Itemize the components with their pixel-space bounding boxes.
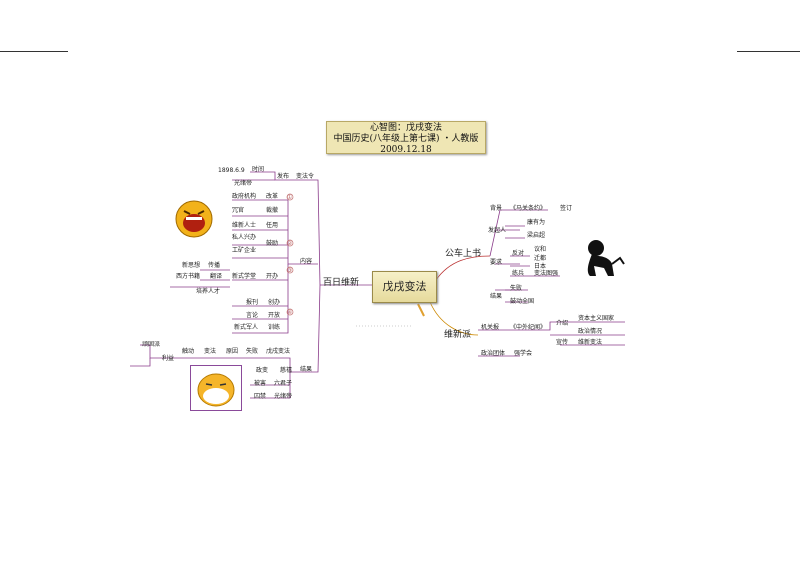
- item-7: 鼓励: [266, 240, 279, 247]
- right-0: 背景: [490, 205, 503, 212]
- right-2: 签订: [560, 205, 573, 212]
- center-node: 戊戌变法: [372, 271, 437, 303]
- item-16: 报刊: [246, 299, 259, 306]
- reform-7: 政治团体: [481, 350, 506, 357]
- right-11: 练兵: [512, 270, 525, 277]
- reform-1: 《中外纪闻》: [510, 324, 547, 331]
- label-issue: 发布: [277, 173, 290, 180]
- title-line-3: 2009.12.18: [380, 145, 432, 155]
- circle-4: ④: [287, 309, 293, 316]
- item-13: 新式学堂: [232, 273, 257, 280]
- item-1: 改革: [266, 193, 279, 200]
- reform-6: 维新变法: [578, 339, 603, 346]
- sad-face-icon: [190, 365, 242, 411]
- reform-8: 强学会: [514, 350, 533, 357]
- item-6: 私人兴办: [232, 234, 257, 241]
- item-17: 创办: [268, 299, 281, 306]
- circle-1: ①: [287, 194, 293, 201]
- item-8: 工矿企业: [232, 247, 257, 254]
- result-11: 囚禁: [254, 393, 267, 400]
- right-8: 议和: [534, 246, 547, 253]
- result-6: 戊戌变法: [266, 348, 291, 355]
- top-right-rule: [737, 51, 800, 52]
- shouting-face-icon: [175, 200, 213, 238]
- item-14: 开办: [266, 273, 279, 280]
- circle-2: ②: [287, 240, 293, 247]
- result-10: 六君子: [274, 380, 293, 387]
- item-5: 任用: [266, 222, 279, 229]
- branch-petition: 公车上书: [445, 249, 482, 259]
- item-15: 培养人才: [196, 288, 221, 295]
- right-13: 结果: [490, 293, 503, 300]
- right-12: 变法图强: [534, 270, 559, 277]
- result-7: 政变: [256, 367, 269, 374]
- item-9: 新思想: [182, 262, 201, 269]
- item-12: 翻译: [210, 273, 223, 280]
- item-20: 新式军人: [234, 324, 259, 331]
- item-21: 训练: [268, 324, 281, 331]
- item-0: 政府机构: [232, 193, 257, 200]
- right-6: 要求: [490, 259, 503, 266]
- result-4: 原因: [226, 348, 239, 355]
- item-2: 冗官: [232, 207, 245, 214]
- right-1: 《马关条约》: [510, 205, 547, 212]
- reform-4: 政治情况: [578, 328, 603, 335]
- item-18: 言论: [246, 312, 259, 319]
- item-4: 维新人士: [232, 222, 257, 229]
- title-line-1: 心智图：戊戌变法: [369, 123, 442, 133]
- item-3: 裁撤: [266, 207, 279, 214]
- item-10: 传播: [208, 262, 221, 269]
- right-14: 失败: [510, 285, 523, 292]
- result-5: 失败: [246, 348, 259, 355]
- label-decree: 变法令: [296, 173, 315, 180]
- label-emperor: 光绪帝: [234, 180, 253, 187]
- item-19: 开放: [268, 312, 281, 319]
- result-3: 变法: [204, 348, 217, 355]
- result-1: 触动: [182, 348, 195, 355]
- result-9: 被害: [254, 380, 267, 387]
- result-8: 慈禧: [280, 367, 293, 374]
- result-12: 光绪帝: [274, 393, 293, 400]
- right-7: 反对: [512, 250, 525, 257]
- right-3: 发起人: [488, 227, 507, 234]
- label-content: 内容: [300, 258, 313, 265]
- reform-0: 机关报: [481, 324, 500, 331]
- label-result-left: 结果: [300, 366, 313, 373]
- right-10: 日本: [534, 263, 547, 270]
- reform-5: 宣传: [556, 339, 569, 346]
- kneeling-figure-icon: [587, 240, 625, 276]
- result-2: 利益: [162, 355, 175, 362]
- label-time: 时间: [252, 166, 265, 173]
- top-left-rule: [0, 51, 68, 52]
- item-11: 西方书籍: [176, 273, 201, 280]
- reform-3: 资本主义国家: [578, 315, 615, 322]
- right-5: 梁启超: [527, 232, 546, 239]
- title-box: 心智图：戊戌变法 中国历史(八年级上第七课) ・人教版 2009.12.18: [326, 121, 486, 155]
- result-0: 顽固派: [142, 341, 161, 348]
- circle-3: ③: [287, 267, 293, 274]
- right-15: 鼓动全国: [510, 298, 535, 305]
- branch-hundred-days: 百日维新: [323, 278, 360, 288]
- label-time-value: 1898.6.9: [218, 167, 245, 174]
- right-9: 迁都: [534, 255, 547, 262]
- title-line-2: 中国历史(八年级上第七课) ・人教版: [333, 134, 479, 144]
- reform-2: 介绍: [556, 320, 569, 327]
- right-4: 康有为: [527, 219, 546, 226]
- branch-reformers: 维新派: [444, 330, 472, 340]
